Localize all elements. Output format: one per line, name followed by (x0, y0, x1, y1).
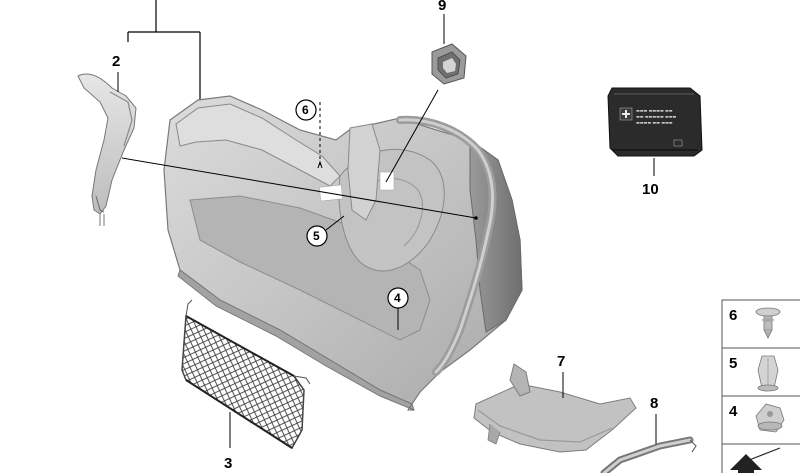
fastener-legend: 6 5 4 (721, 299, 800, 473)
leader-9-down (385, 89, 439, 183)
svg-text:▬▬▬▬ ▬▬ ▬▬▬: ▬▬▬▬ ▬▬ ▬▬▬ (636, 120, 673, 125)
legend-row-arrow (730, 447, 781, 473)
svg-text:5: 5 (313, 229, 320, 243)
part-10-first-aid-kit: ▬▬▬ ▬▬▬▬ ▬▬ ▬▬ ▬▬▬▬▬ ▬▬▬ ▬▬▬▬ ▬▬ ▬▬▬ (607, 87, 703, 157)
callout-8: 8 (650, 395, 658, 412)
ring-callout-6: 6 (295, 99, 323, 169)
legend-row-6: 6 (729, 307, 781, 339)
svg-text:6: 6 (302, 103, 309, 117)
svg-text:6: 6 (729, 307, 737, 324)
part-8-rail (600, 436, 697, 473)
part-2-side-trim (77, 73, 137, 226)
legend-row-4: 4 (729, 403, 785, 433)
part-1-trunk-side-trim (163, 95, 523, 411)
group-bracket (127, 0, 201, 100)
ring-callout-4: 4 (387, 287, 409, 330)
svg-text:▬▬ ▬▬▬▬▬ ▬▬▬: ▬▬ ▬▬▬▬▬ ▬▬▬ (636, 114, 677, 119)
svg-text:5: 5 (729, 355, 737, 372)
callout-9: 9 (438, 0, 446, 14)
part-9-cover-cap (431, 43, 467, 85)
callout-7: 7 (557, 353, 565, 370)
part-3-luggage-net (181, 299, 311, 450)
callout-3: 3 (224, 455, 232, 472)
part-7-floor-bracket (473, 363, 637, 453)
ring-callout-5: 5 (306, 215, 345, 247)
svg-text:4: 4 (394, 291, 401, 305)
svg-text:▬▬▬ ▬▬▬▬ ▬▬: ▬▬▬ ▬▬▬▬ ▬▬ (636, 108, 673, 113)
legend-row-5: 5 (729, 355, 779, 392)
svg-text:4: 4 (729, 403, 738, 420)
leader-2-long (121, 157, 477, 219)
callout-2: 2 (112, 53, 120, 70)
callout-10: 10 (642, 181, 659, 198)
